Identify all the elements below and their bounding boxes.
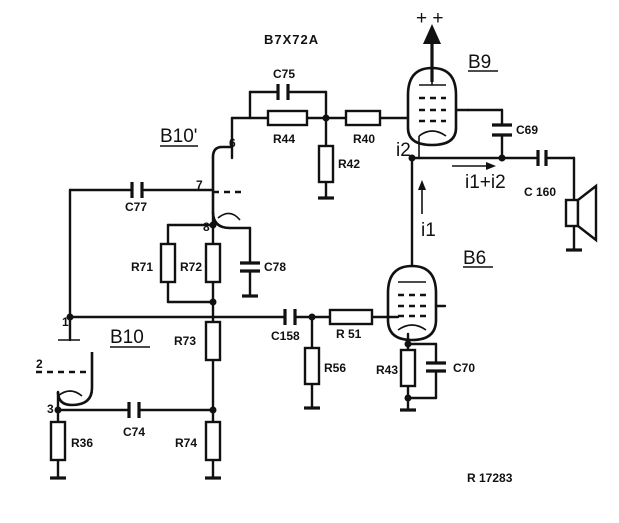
current-sum-label: i1+i2 [465, 172, 506, 193]
tube-b9-label: B9 [468, 52, 491, 73]
r51-label: R 51 [336, 327, 362, 341]
c74-label: C74 [123, 425, 145, 439]
current-i1-label: i1 [421, 220, 436, 241]
r43-label: R43 [376, 363, 398, 377]
current-arrows [418, 162, 496, 214]
c158-label: C158 [271, 329, 300, 343]
r72-label: R72 [180, 260, 202, 274]
tube-b6-label: B6 [463, 248, 486, 269]
tube-b10-prime-label: B10' [160, 126, 197, 147]
junctions [54, 114, 506, 414]
pin-7-label: 7 [196, 178, 203, 192]
tube-b10 [36, 339, 94, 407]
pin-8-label: 8 [203, 220, 210, 234]
speaker-icon [564, 183, 598, 243]
r36-label: R36 [71, 436, 93, 450]
reference-number: R 17283 [467, 471, 513, 485]
r74-label: R74 [175, 436, 197, 450]
arrow-up-icon [423, 24, 441, 82]
c69-label: C69 [516, 123, 538, 137]
ground-icon [50, 196, 582, 480]
pin-2-label: 2 [36, 357, 43, 371]
r56-label: R56 [324, 361, 346, 375]
r44-label: R44 [273, 132, 295, 146]
c70-label: C70 [453, 361, 475, 375]
c77-label: C77 [125, 200, 147, 214]
tube-b10-prime [211, 145, 245, 230]
r73-label: R73 [174, 334, 196, 348]
pin-1-label: 1 [62, 315, 69, 329]
wiring [56, 90, 576, 480]
capacitors [127, 84, 548, 418]
tube-b9 [406, 66, 470, 158]
r71-label: R71 [131, 260, 153, 274]
drawing-title: B7X72A [264, 32, 319, 47]
supply-label: + + [416, 8, 443, 29]
r40-label: R40 [353, 132, 375, 146]
resistors [49, 109, 417, 462]
current-i2-label: i2 [396, 140, 411, 161]
r42-label: R42 [338, 157, 360, 171]
pin-3-label: 3 [47, 402, 54, 416]
c75-label: C75 [273, 67, 295, 81]
c78-label: C78 [264, 260, 286, 274]
tube-b6 [386, 264, 447, 342]
tube-b10-label: B10 [110, 327, 144, 348]
c160-label: C 160 [524, 185, 556, 199]
